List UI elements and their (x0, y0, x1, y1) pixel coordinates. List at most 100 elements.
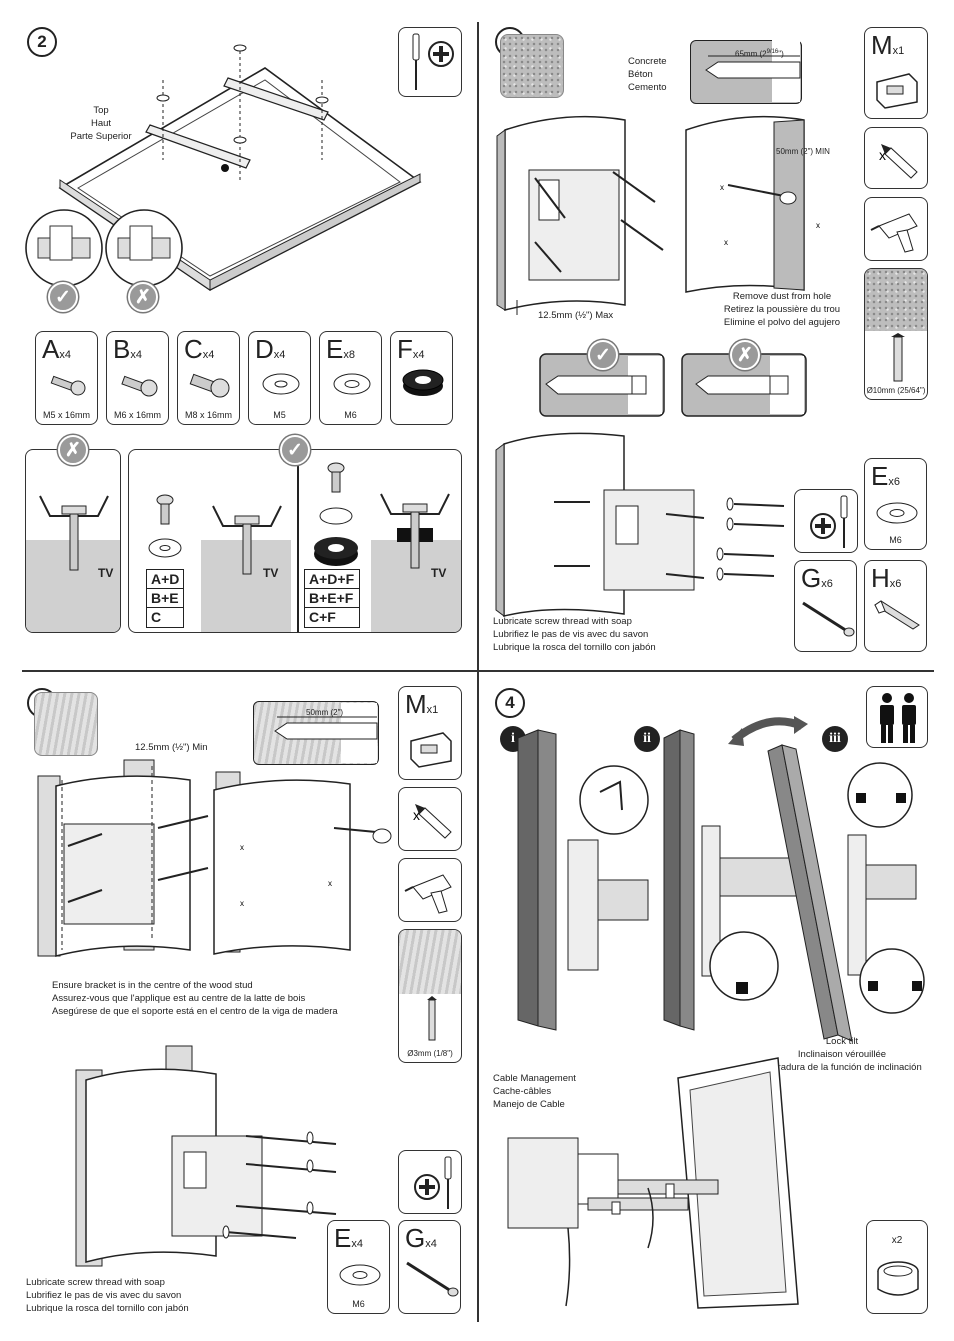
combo-table-with-spacer: A+D+F B+E+F C+F (304, 569, 360, 628)
wood-depth-label: 50mm (2") (306, 708, 344, 717)
washer-icon (333, 373, 371, 395)
lag-screw-icon (802, 601, 855, 637)
hang-tv-step-ii (663, 729, 801, 1031)
cable-management-caption: Cable Management Cache-câbles Manejo de … (493, 1073, 576, 1110)
tool-drill (864, 197, 928, 261)
drill-depth-diagram (705, 40, 801, 102)
tv-label: TV (263, 566, 279, 580)
screw-icon (189, 373, 230, 398)
wood-stud-bracket-marking (37, 759, 209, 957)
tool-wood-bit: Ø3mm (1/8") (398, 929, 462, 1063)
top-label: Top Haut Parte Superior (70, 105, 132, 142)
detail-circle-wrong (105, 209, 183, 287)
bracket-screw-too-long (39, 495, 109, 571)
cable-tie-qty: x2 (891, 1235, 903, 1246)
wood-stud-caption: Ensure bracket is in the centre of the w… (52, 980, 338, 1017)
concrete-texture-swatch (500, 34, 564, 98)
gap-max-label: 12.5mm (½") Max (538, 310, 614, 321)
tool-drill-wood (398, 858, 462, 922)
wood-bit-icon (427, 996, 437, 1041)
svg-text:x: x (328, 879, 332, 888)
screw-washer-spacer-stack (314, 462, 358, 566)
part-h-concrete: Hx6 (864, 560, 927, 652)
screwdriver-icon (414, 1156, 452, 1209)
drill-icon (870, 213, 918, 253)
concrete-label: Concrete Béton Cemento (628, 56, 667, 93)
check-badge: ✓ (280, 435, 310, 465)
step-number-4: 4 (495, 688, 525, 718)
depth-label: 65mm (29/16") (735, 49, 784, 59)
wood-drill-depth-diagram (274, 703, 378, 763)
lubricate-caption-wood: Lubricate screw thread with soap Lubrifi… (26, 1277, 189, 1314)
part-c: Cx4 M8 x 16mm (177, 331, 240, 425)
step-badge-ii: ii (634, 726, 660, 752)
pencil-icon: x (879, 144, 918, 179)
vertical-divider (477, 22, 479, 1322)
combo-table-no-spacer: A+D B+E C (146, 569, 184, 628)
horizontal-divider (22, 670, 934, 672)
part-b: Bx4 M6 x 16mm (106, 331, 169, 425)
tool-masonry-bit: Ø10mm (25/64") (864, 268, 928, 400)
part-g-wood: Gx4 (398, 1220, 461, 1314)
part-e-wood: Ex4 M6 (327, 1220, 390, 1314)
two-people-icon (880, 693, 916, 743)
check-badge: ✓ (48, 282, 78, 312)
min-depth-label: 50mm (2") MIN (776, 147, 830, 156)
step-badge-iii: iii (822, 726, 848, 752)
svg-text:x: x (816, 221, 820, 230)
step-number-2: 2 (27, 27, 57, 57)
phillips-screwdriver-tool (398, 27, 462, 97)
cable-management-illustration (507, 1057, 799, 1309)
drill-icon (404, 874, 452, 914)
washer-icon (262, 373, 300, 395)
part-f: Fx4 (390, 331, 453, 425)
cable-tie-icon (877, 1261, 919, 1296)
screwdriver-icon (810, 495, 848, 548)
lock-tilt-caption: Lock tilt Inclinaison vérouillée Cerradu… (762, 1036, 922, 1073)
lag-screw-icon (406, 1261, 459, 1297)
cable-tie-box: x2 (866, 1220, 928, 1314)
bracket-spacer-correct (380, 493, 450, 569)
screwdriver-icon (412, 33, 454, 90)
part-g-concrete: Gx6 (794, 560, 857, 652)
svg-text:x: x (724, 238, 728, 247)
wood-mount-assembly (75, 1045, 337, 1267)
anchor-incorrect-diagram (681, 353, 807, 417)
screw-icon (121, 375, 158, 397)
phillips-screwdriver-tool (794, 489, 858, 553)
cross-badge: ✗ (730, 340, 760, 370)
detail-circle-correct (25, 209, 103, 287)
cross-badge: ✗ (58, 435, 88, 465)
concrete-mount-assembly (495, 432, 785, 617)
washer-icon (876, 502, 918, 524)
concrete-wall-bracket-marking (496, 115, 664, 315)
tool-pencil-wood: x (398, 787, 462, 851)
part-d: Dx4 M5 (248, 331, 311, 425)
washer-icon (339, 1264, 381, 1286)
svg-text:x: x (240, 899, 244, 908)
screw-icon (50, 375, 86, 396)
lubricate-caption-concrete: Lubricate screw thread with soap Lubrifi… (493, 616, 656, 653)
wood-wall-drilling: x x x (213, 771, 392, 955)
tilt-arrow (728, 716, 808, 746)
dust-caption: Remove dust from hole Retirez la poussiè… (723, 291, 841, 328)
bracket-screw-correct (212, 505, 282, 575)
anchor-correct-diagram (539, 353, 665, 417)
wall-anchor-icon (874, 600, 920, 630)
cross-badge: ✗ (128, 282, 158, 312)
level-icon (876, 73, 918, 109)
concrete-wall-drilling: x x x (685, 115, 820, 293)
svg-text:x: x (879, 147, 886, 163)
wrong-mounting-box: TV (25, 449, 121, 633)
masonry-bit-icon (891, 333, 905, 382)
svg-text:x: x (413, 807, 420, 823)
level-icon (410, 732, 452, 768)
spacer-icon (402, 369, 444, 396)
gap-min-label: 12.5mm (½") Min (135, 742, 208, 753)
wood-texture-swatch (34, 692, 98, 756)
tool-level: Mx1 (864, 27, 928, 119)
part-a: Ax4 M5 x 16mm (35, 331, 98, 425)
part-e: Ex8 M6 (319, 331, 382, 425)
svg-text:x: x (720, 183, 724, 192)
